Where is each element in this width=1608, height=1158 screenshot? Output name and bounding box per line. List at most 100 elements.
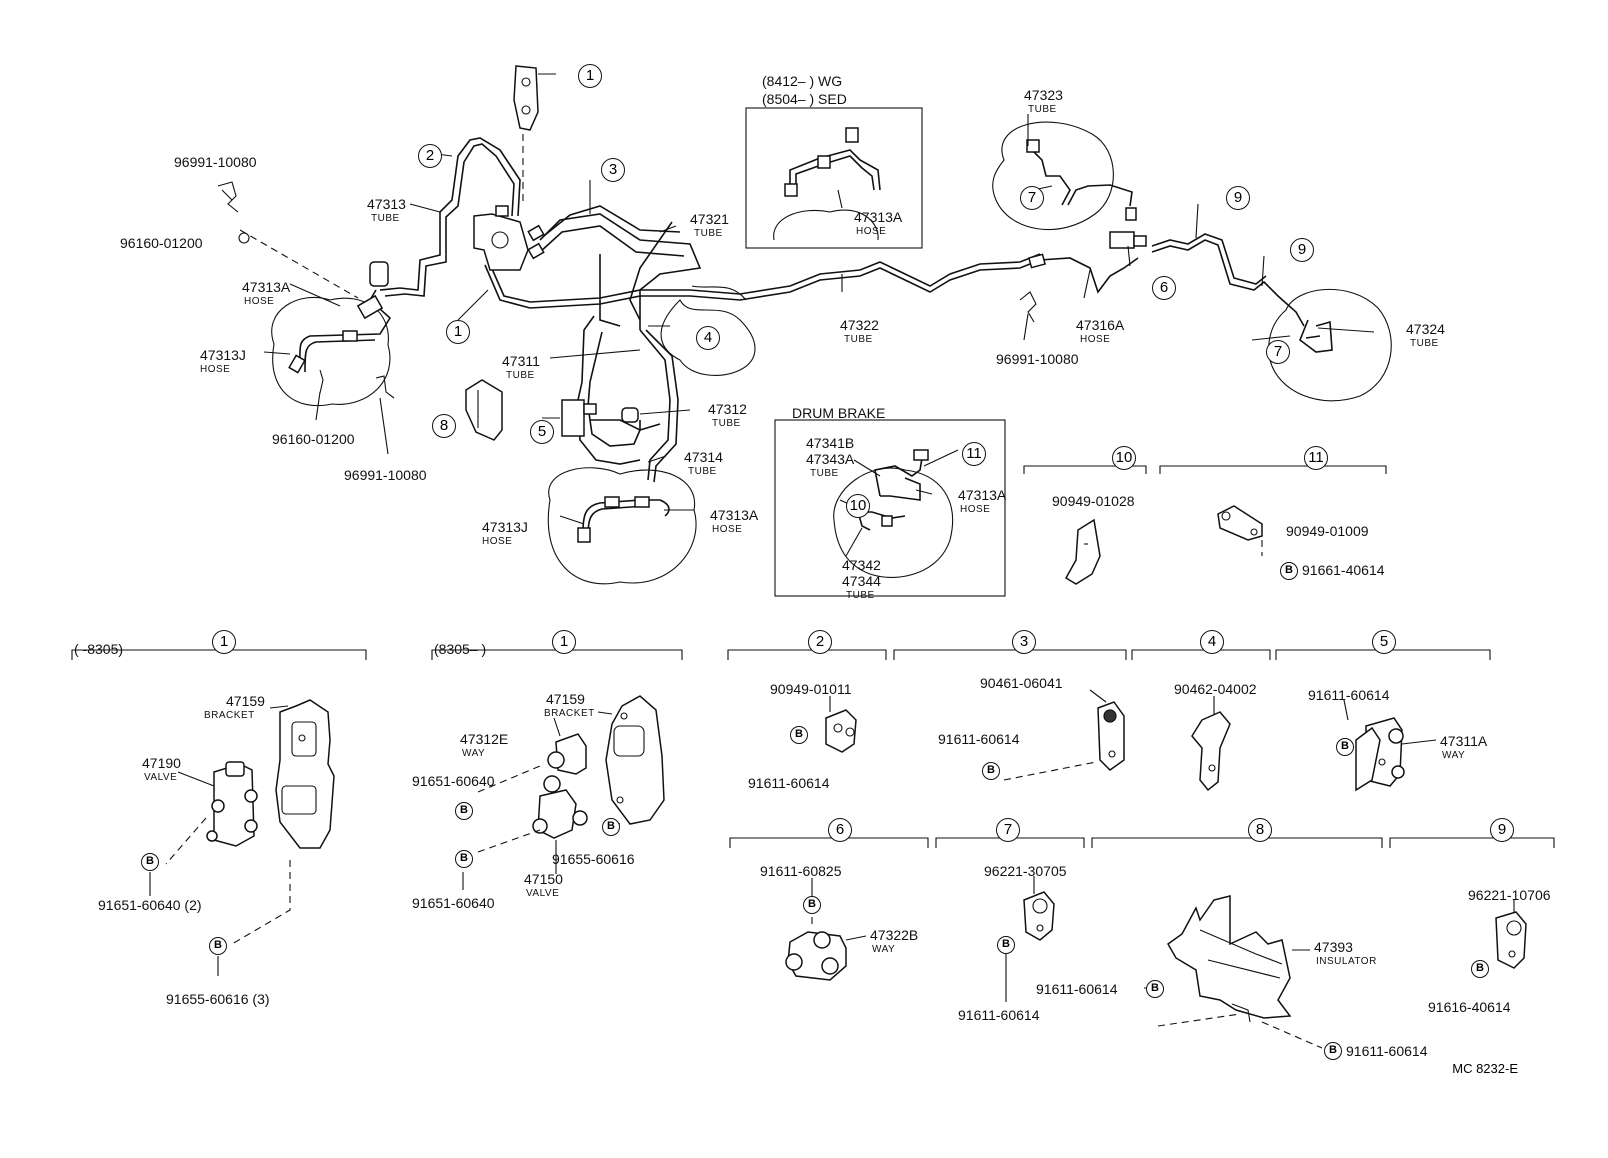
label-96221-10706: 96221-10706: [1468, 887, 1551, 903]
label-91616-40614: 91616-40614: [1428, 999, 1511, 1015]
label-47312-sub: TUBE: [712, 418, 741, 429]
insulator-47393: [1144, 895, 1323, 1049]
group1a-date-range: ( -8305): [74, 641, 124, 657]
label-47312E: 47312E: [460, 731, 509, 747]
callout-6-group: 6: [828, 818, 852, 842]
label-47342: 47342: [842, 557, 881, 573]
label-47313J-front-sub: HOSE: [482, 536, 513, 547]
label-90462-04002: 90462-04002: [1174, 681, 1257, 697]
callout-6-main: 6: [1152, 276, 1176, 300]
drum-brake-wheel: [833, 449, 954, 578]
label-47313A-drum-sub: HOSE: [960, 504, 991, 515]
clamp-90461-06041: [1003, 701, 1125, 781]
label-47321-sub: TUBE: [694, 228, 723, 239]
inset-date-wagon: (8412– ) WG: [762, 73, 843, 89]
wagon-sedan-inset-frame: [745, 107, 923, 249]
drum-brake-title: DRUM BRAKE: [792, 405, 886, 421]
label-91611-60614-g2: 91611-60614: [748, 775, 830, 791]
bolt-marker-g1b-3: B: [455, 850, 473, 868]
label-91651-60640-x2: 91651-60640 (2): [98, 897, 202, 913]
callout-5-main: 5: [530, 420, 554, 444]
clamp-90462-04002: [1191, 711, 1231, 792]
label-91611-60825: 91611-60825: [760, 863, 842, 879]
group1b-parts: [462, 695, 665, 890]
label-91651-60640-b2: 91651-60640: [412, 895, 495, 911]
callout-2-group: 2: [808, 630, 832, 654]
label-91611-60614-g8a: 91611-60614: [1036, 981, 1118, 997]
label-47313A-front: 47313A: [710, 507, 759, 523]
clamp-90949-01011: [825, 709, 857, 753]
label-47323-sub: TUBE: [1028, 104, 1057, 115]
label-47322: 47322: [840, 317, 879, 333]
label-90949-01028: 90949-01028: [1052, 493, 1135, 509]
center-front-wheel-assembly: [547, 467, 697, 585]
label-47313J-front: 47313J: [482, 519, 528, 535]
label-47150: 47150: [524, 871, 563, 887]
bracket-clip-right: [1019, 291, 1037, 323]
label-47344-sub: TUBE: [846, 590, 875, 601]
front-left-wheel-assembly: [271, 261, 392, 406]
label-47316A-sub: HOSE: [1080, 334, 1111, 345]
callout-11-drum: 11: [962, 442, 986, 466]
label-96991-10080-right: 96991-10080: [996, 351, 1079, 367]
label-96991-10080-top: 96991-10080: [174, 154, 257, 170]
callout-10-drum: 10: [846, 494, 870, 518]
bolt-marker-g6: B: [803, 896, 821, 914]
label-91651-60640-b1: 91651-60640: [412, 773, 495, 789]
label-47324-sub: TUBE: [1410, 338, 1439, 349]
brake-tubes: [379, 127, 1305, 483]
callout-1-group-a: 1: [212, 630, 236, 654]
label-90949-01011: 90949-01011: [770, 681, 852, 697]
label-47312: 47312: [708, 401, 747, 417]
bolt-marker-g1a-1: B: [141, 853, 159, 871]
callout-1-top: 1: [578, 64, 602, 88]
label-91655-60616-x3: 91655-60616 (3): [166, 991, 270, 1007]
drum-brake-inset-frame: [774, 419, 1006, 597]
label-47393: 47393: [1314, 939, 1353, 955]
bolt-marker-g3: B: [982, 762, 1000, 780]
label-47311A: 47311A: [1440, 733, 1488, 749]
callout-10-group: 10: [1112, 446, 1136, 470]
label-47313J-left-sub: HOSE: [200, 364, 231, 375]
inset-date-sedan: (8504– ) SED: [762, 91, 847, 107]
clip-assembly-left: [217, 181, 395, 399]
callout-5-group: 5: [1372, 630, 1396, 654]
callout-4-main: 4: [696, 326, 720, 350]
rear-left-wheel-assembly: [992, 121, 1133, 231]
valve-bracket-upper: [513, 65, 539, 204]
callout-3-main: 3: [601, 158, 625, 182]
label-47313A-left: 47313A: [242, 279, 291, 295]
leader-lines: [263, 73, 1375, 557]
label-47159-a: 47159: [226, 693, 265, 709]
bolt-marker-g1b-2: B: [602, 818, 620, 836]
label-47159-b-sub: BRACKET: [544, 708, 595, 719]
label-96221-30705: 96221-30705: [984, 863, 1067, 879]
label-47322B: 47322B: [870, 927, 919, 943]
bolt-marker-g9: B: [1471, 960, 1489, 978]
callout-7-rear-left: 7: [1020, 186, 1044, 210]
label-47312E-sub: WAY: [462, 748, 486, 759]
label-96160-01200-bot: 96160-01200: [272, 431, 355, 447]
callout-9-b: 9: [1290, 238, 1314, 262]
label-47393-sub: INSULATOR: [1316, 956, 1377, 967]
label-47321: 47321: [690, 211, 729, 227]
label-drum-tube-sub: TUBE: [810, 468, 839, 479]
label-47324: 47324: [1406, 321, 1445, 337]
label-47150-sub: VALVE: [526, 888, 560, 899]
diagram-reference-code: MC 8232-E: [1452, 1061, 1518, 1076]
label-91611-60614-g3: 91611-60614: [938, 731, 1020, 747]
callout-7-group: 7: [996, 818, 1020, 842]
label-91661-40614: 91661-40614: [1302, 562, 1385, 578]
label-47313J-left: 47313J: [200, 347, 246, 363]
clip-90949-01009: [1217, 505, 1263, 556]
label-47313A-inset: 47313A: [854, 209, 903, 225]
clamp-96221-10706: [1495, 911, 1527, 969]
label-47316A: 47316A: [1076, 317, 1125, 333]
label-47313A-front-sub: HOSE: [712, 524, 743, 535]
label-91655-60616-b: 91655-60616: [552, 851, 635, 867]
inset-wheel: [773, 209, 879, 241]
bolt-marker-g5: B: [1336, 738, 1354, 756]
way-47311A: [1355, 717, 1405, 792]
callout-9-a: 9: [1226, 186, 1250, 210]
brake-insulator-small: [465, 379, 503, 441]
